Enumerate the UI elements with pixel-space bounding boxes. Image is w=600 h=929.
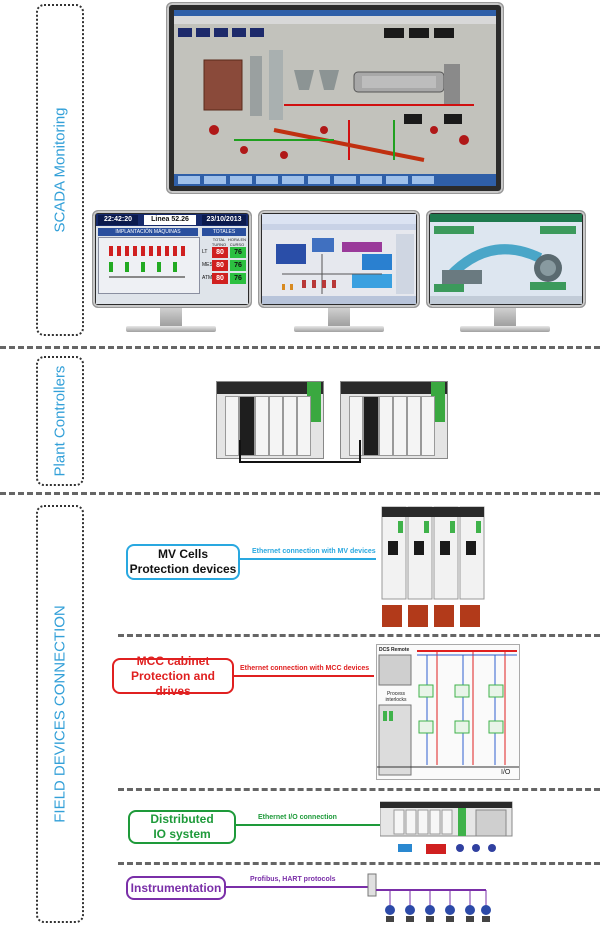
plc-rack-left [216,381,324,459]
mcc-connection-label: Ethernet connection with MCC devices [240,665,370,672]
plc-interconnect-cable [239,440,361,463]
middle-monitor-stand [328,308,350,328]
mcc-cabinet-sub: Process interlocks [385,691,407,703]
right-monitor [426,210,586,308]
plc-rack-right [340,381,448,459]
middle-monitor-screen [262,214,416,304]
distributed-io-box: Distributed IO system [128,810,236,844]
dio-subtitle: IO system [153,827,211,841]
divider-scada [0,346,600,349]
instrumentation-connection-line [224,886,368,888]
field-devices-label: FIELD DEVICES CONNECTION [51,605,69,823]
mv-connection-label: Ethernet connection with MV devices [252,548,376,555]
divider-controllers [0,492,600,495]
dio-connection-label: Ethernet I/O connection [258,814,337,821]
mv-connection-line [238,558,376,560]
totals-col1: TOTAL TURNO [211,237,227,247]
mcc-io-label: I/O [501,769,511,776]
instrumentation-box: Instrumentation [126,876,226,900]
totals-row-v1: 80 [212,260,228,271]
right-monitor-stand [494,308,516,328]
mcc-cabinet: DCS Remote Process interlocks I/O [376,644,520,780]
scada-label-box: SCADA Monitoring [36,4,84,336]
instrument-network [366,870,496,924]
mcc-connection-line [232,675,374,677]
mv-cells-subtitle: Protection devices [129,562,237,576]
totals-row-name: MESP [202,262,217,268]
field-devices-label-box: FIELD DEVICES CONNECTION [36,505,84,923]
mv-cells-box: MV Cells Protection devices [126,544,240,580]
divider-dio [118,862,600,865]
divider-mv [118,634,600,637]
totals-row-name: LT [202,249,208,255]
left-monitor-foot [126,326,216,332]
totals-rows: LT 80 76 MESP 80 76 ATM 80 76 [202,247,246,286]
dio-title: Distributed [150,812,214,826]
left-monitor-stand [160,308,182,328]
scada-label: SCADA Monitoring [51,107,69,233]
distributed-io-rack [379,800,516,858]
clock-display: 22:42:20 [98,215,138,225]
totals-row-v2: 76 [230,273,246,284]
left-monitor-screen: 22:42:20 Linea 52.26 23/10/2013 IMPLANTA… [96,214,248,304]
divider-mcc [118,788,600,791]
mcc-title: MCC cabinet [136,653,210,668]
line-display: Linea 52.26 [144,215,196,225]
process-mimic [174,10,496,186]
mcc-cabinet-title: DCS Remote [379,647,410,653]
machines-layout-panel [98,237,200,294]
mv-switchgear [378,505,486,631]
totals-row-name: ATM [202,275,213,281]
totals-col2: HORA EN CURSO [228,237,247,247]
totals-title: TOTALES [202,228,246,236]
totals-row-v2: 76 [230,260,246,271]
main-scada-monitor [166,2,504,194]
middle-monitor-foot [294,326,384,332]
plant-controllers-label-box: Plant Controllers [36,356,84,486]
left-monitor: 22:42:20 Linea 52.26 23/10/2013 IMPLANTA… [92,210,252,308]
instrumentation-title: Instrumentation [130,880,222,895]
totals-row-v1: 80 [212,247,228,258]
instrumentation-connection-label: Profibus, HART protocols [250,876,336,883]
date-display: 23/10/2013 [202,215,246,225]
right-monitor-screen [430,214,582,304]
implantacion-title: IMPLANTACIÓN MÁQUINAS [98,228,198,236]
dio-connection-line [234,824,380,826]
totals-row-v2: 76 [230,247,246,258]
right-monitor-foot [460,326,550,332]
middle-monitor [258,210,420,308]
mv-cells-title: MV Cells [157,547,208,561]
mcc-cabinet-box: MCC cabinet Protection and drives [112,654,234,698]
mcc-subtitle: Protection and drives [130,668,215,698]
main-scada-screen [174,10,496,186]
plant-controllers-label: Plant Controllers [51,365,69,477]
totals-row-v1: 80 [212,273,228,284]
